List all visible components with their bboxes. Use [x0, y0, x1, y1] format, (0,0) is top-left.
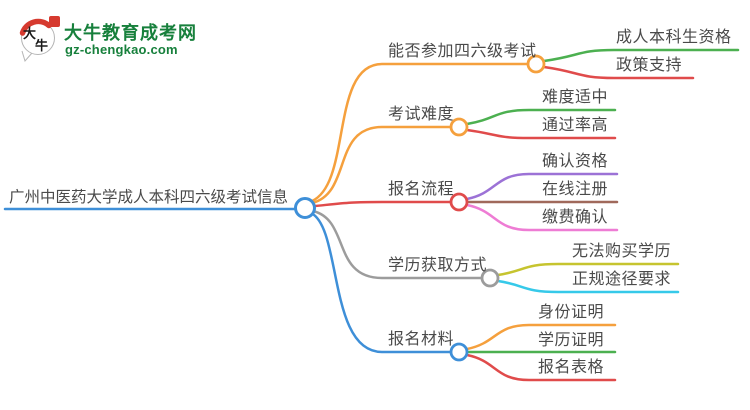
branch-2-leaf-1-line [465, 108, 617, 126]
root-node-circle [294, 197, 316, 219]
leaf-label-formal-channel-required: 正规途径要求 [572, 271, 672, 288]
leaf-label-high-pass-rate: 通过率高 [542, 117, 609, 134]
branch-5-line [309, 211, 453, 354]
branch-2-line [310, 125, 453, 205]
branch-4-node-circle [480, 268, 500, 288]
logo-mark-char-2: 牛 [35, 38, 48, 54]
branch-4-leaf-1-line [496, 262, 680, 277]
root-node-label: 广州中医药大学成人本科四六级考试信息 [9, 189, 289, 206]
logo-mark-char-1: 大 [23, 26, 36, 42]
logo-red-arc [19, 18, 52, 36]
branch-2-node-circle [449, 117, 469, 137]
branch-label-signup-materials: 报名材料 [388, 331, 455, 348]
branch-3-node-circle [449, 192, 469, 212]
leaf-label-confirm-eligibility: 确认资格 [542, 153, 609, 170]
branch-2-leaf-2-line [465, 128, 617, 140]
branch-4-leaf-2-line [496, 279, 680, 294]
logo-mark-icon: 大 牛 [19, 16, 60, 63]
leaf-label-adult-undergrad-eligibility: 成人本科生资格 [616, 29, 732, 46]
branch-4-line [311, 209, 484, 280]
branch-1-leaf-2-line [542, 65, 695, 80]
site-logo: 大 牛 大牛教育成考网 gz-chengkao.com [14, 11, 244, 65]
branch-1-node-circle [526, 54, 546, 74]
branch-5-leaf-1-line [465, 323, 617, 351]
logo-subtitle: gz-chengkao.com [65, 42, 178, 57]
leaf-label-moderate-difficulty: 难度适中 [542, 89, 609, 106]
branch-5-node-circle [449, 342, 469, 362]
branch-label-exam-difficulty: 考试难度 [388, 106, 455, 123]
branch-3-line [313, 200, 453, 208]
leaf-label-signup-form: 报名表格 [538, 359, 605, 376]
branch-5-leaf-3-line [465, 353, 617, 382]
logo-seal [49, 16, 60, 27]
branch-label-signup-process: 报名流程 [388, 181, 455, 198]
leaf-label-degree-proof: 学历证明 [538, 332, 605, 349]
logo-title: 大牛教育成考网 [64, 23, 197, 43]
leaf-label-online-registration: 在线注册 [542, 181, 609, 198]
leaf-label-payment-confirmation: 缴费确认 [542, 209, 609, 226]
leaf-label-policy-support: 政策支持 [616, 57, 683, 74]
branch-label-degree-acquisition: 学历获取方式 [388, 257, 488, 274]
branch-1-line [310, 62, 530, 203]
branch-3-leaf-1-line [465, 172, 619, 201]
leaf-label-identity-proof: 身份证明 [538, 304, 605, 321]
branch-label-can-take-cet: 能否参加四六级考试 [388, 43, 537, 60]
branch-3-leaf-3-line [465, 203, 619, 232]
leaf-label-cannot-buy-degree: 无法购买学历 [572, 243, 672, 260]
branch-1-leaf-1-line [542, 48, 740, 63]
